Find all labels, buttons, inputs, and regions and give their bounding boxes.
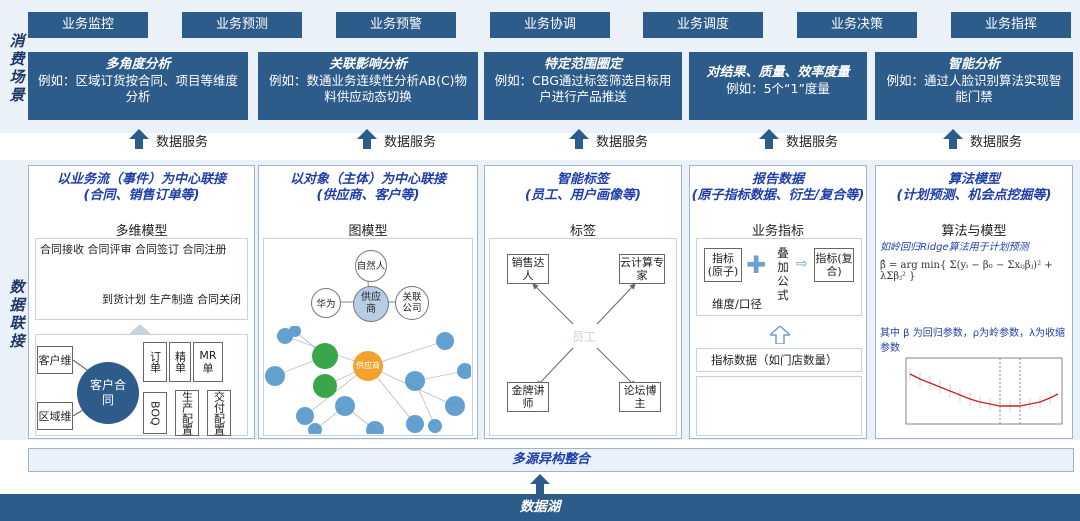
tag-sales-expert: 销售达人 bbox=[507, 254, 549, 284]
panel-title: 以业务流（事件）为中心联接(合同、销售订单等) bbox=[56, 172, 226, 203]
multi-source-integration: 多源异构整合 bbox=[28, 448, 1074, 472]
tab-command[interactable]: 业务指挥 bbox=[951, 12, 1071, 38]
panel-model: 多维模型 bbox=[115, 224, 168, 239]
card-desc: 例如：5个“1”度量 bbox=[726, 81, 830, 96]
tab-dispatch[interactable]: 业务调度 bbox=[643, 12, 763, 38]
panel-event-linkage: 以业务流（事件）为中心联接(合同、销售订单等) 多维模型 合同接收 合同评审 合… bbox=[28, 165, 255, 439]
tag-forum-blogger: 论坛博主 bbox=[619, 382, 661, 412]
card-title: 多角度分析 bbox=[105, 57, 171, 72]
card-multi-angle: 多角度分析 例如：区域订货按合同、项目等维度分析 bbox=[28, 52, 248, 120]
up-arrow-icon bbox=[129, 129, 149, 149]
panel-model: 标签 bbox=[569, 224, 596, 239]
tab-alert[interactable]: 业务预警 bbox=[336, 12, 456, 38]
ridge-note: 其中 β 为回归参数，ρ为岭参数，λ为收缩参数 bbox=[880, 328, 1066, 354]
tag-cloud-expert: 云计算专家 bbox=[619, 254, 665, 284]
tag-arrows bbox=[532, 283, 636, 387]
tab-forecast[interactable]: 业务预测 bbox=[182, 12, 302, 38]
panel-report-data: 报告数据(原子指标数据、衍生/复合等) 业务指标 指标(原子) ✚ 叠加公式 ⇨… bbox=[689, 165, 867, 439]
data-service-label: 数据服务 bbox=[970, 135, 1023, 150]
card-impact: 关联影响分析 例如：数通业务连续性分析AB(C)物料供应动态切换 bbox=[258, 52, 478, 120]
panel-title: 算法模型(计划预测、机会点挖掘等) bbox=[896, 172, 1052, 203]
flow-row-1: 合同接收 合同评审 合同签订 合同注册 bbox=[40, 243, 227, 256]
tab-coordinate[interactable]: 业务协调 bbox=[490, 12, 610, 38]
hub-label: 供应商 bbox=[356, 361, 380, 370]
fact-production-config: 生产配置 bbox=[175, 390, 199, 436]
panel-title: 以对象（主体）为中心联接(供应商、客户等) bbox=[289, 172, 446, 203]
data-service-label: 数据服务 bbox=[786, 135, 839, 150]
up-arrow-icon bbox=[569, 129, 589, 149]
card-title: 特定范围圈定 bbox=[543, 57, 622, 72]
center-customer-contract: 客户合同 bbox=[77, 362, 139, 424]
card-title: 对结果、质量、效率度量 bbox=[706, 65, 850, 80]
card-scope: 特定范围圈定 例如：CBG通过标签筛选目标用户进行产品推送 bbox=[484, 52, 682, 120]
ridge-formula: β̂ = arg min{ Σ(yᵢ − β₀ − Σxᵢⱼβⱼ)² + λΣβ… bbox=[880, 260, 1053, 282]
data-lake: 数据湖 bbox=[0, 494, 1080, 521]
indicator-atomic: 指标(原子) bbox=[704, 248, 742, 282]
card-title: 智能分析 bbox=[947, 57, 1000, 72]
network-graph bbox=[265, 326, 471, 434]
panel-smart-tags: 智能标签(员工、用户画像等) 标签 员工 销售达人 云计算专家 金牌讲师 论坛博… bbox=[484, 165, 682, 439]
up-arrow-icon bbox=[943, 129, 963, 149]
dim-customer: 客户维 bbox=[37, 346, 73, 374]
dim-region: 区域维 bbox=[37, 402, 73, 430]
fact-order: 订单 bbox=[143, 342, 167, 382]
indicator-box bbox=[696, 238, 862, 316]
indicator-data: 指标数据（如门店数量） bbox=[696, 348, 862, 372]
node-natural-person: 自然人 bbox=[355, 250, 387, 282]
tag-center: 员工 bbox=[571, 330, 596, 344]
panel-title: 报告数据(原子指标数据、衍生/复合等) bbox=[691, 172, 865, 203]
node-related-company: 关联公司 bbox=[395, 286, 429, 320]
cube-box bbox=[35, 334, 248, 436]
node-supplier: 供应商 bbox=[353, 286, 389, 322]
data-service-label: 数据服务 bbox=[596, 135, 649, 150]
data-service-label: 数据服务 bbox=[156, 135, 209, 150]
card-desc: 例如：区域订货按合同、项目等维度分析 bbox=[37, 73, 238, 104]
fact-delivery-config: 交付配置 bbox=[207, 390, 231, 436]
panel-object-linkage: 以对象（主体）为中心联接(供应商、客户等) 图模型 自然人 华为 供应商 关联公… bbox=[258, 165, 478, 439]
panel-model: 图模型 bbox=[348, 224, 388, 239]
up-arrow-icon bbox=[530, 474, 550, 494]
node-huawei: 华为 bbox=[311, 288, 341, 318]
up-arrow-icon bbox=[357, 129, 377, 149]
ridge-cv-plot bbox=[905, 357, 1063, 425]
dimension-caliber: 维度/口径 bbox=[712, 297, 762, 311]
card-desc: 例如：数通业务连续性分析AB(C)物料供应动态切换 bbox=[268, 73, 468, 104]
card-title: 关联影响分析 bbox=[328, 57, 407, 72]
panel-algorithm-model: 算法模型(计划预测、机会点挖掘等) 算法与模型 如岭回归Ridge算法用于计划预… bbox=[875, 165, 1073, 439]
card-desc: 例如：通过人脸识别算法实现智能门禁 bbox=[886, 73, 1062, 104]
indicator-composite: 指标(复合) bbox=[814, 248, 854, 282]
card-desc: 例如：CBG通过标签筛选目标用户进行产品推送 bbox=[494, 73, 672, 104]
fact-mr-order: MR单 bbox=[193, 342, 223, 382]
linkage-label: 数据联接 bbox=[9, 278, 25, 350]
card-intelligent: 智能分析 例如：通过人脸识别算法实现智能门禁 bbox=[875, 52, 1073, 120]
consumption-label: 消费场景 bbox=[9, 32, 25, 104]
ridge-example: 如岭回归Ridge算法用于计划预测 bbox=[880, 242, 1029, 253]
fact-fine-order: 精单 bbox=[169, 342, 191, 382]
panel-model: 业务指标 bbox=[751, 224, 804, 239]
graph-box bbox=[263, 238, 473, 436]
tab-monitor[interactable]: 业务监控 bbox=[28, 12, 148, 38]
overlay-formula: 叠加公式 bbox=[777, 246, 789, 302]
panel-model: 算法与模型 bbox=[941, 224, 1007, 239]
tab-decision[interactable]: 业务决策 bbox=[797, 12, 917, 38]
panel-title: 智能标签(员工、用户画像等) bbox=[525, 172, 641, 203]
flow-box: 合同接收 合同评审 合同签订 合同注册 到货计划 生产制造 合同关闭 bbox=[35, 238, 248, 320]
blank-box bbox=[696, 376, 862, 436]
right-arrow-icon: ⇨ bbox=[796, 256, 808, 272]
tag-box bbox=[489, 238, 677, 436]
flow-row-2: 到货计划 生产制造 合同关闭 bbox=[102, 293, 241, 306]
up-arrow-icon bbox=[770, 326, 790, 344]
up-arrow-icon bbox=[759, 129, 779, 149]
tag-gold-lecturer: 金牌讲师 bbox=[507, 382, 549, 412]
card-measure: 对结果、质量、效率度量 例如：5个“1”度量 bbox=[689, 52, 867, 120]
up-arrow-icon bbox=[129, 324, 151, 334]
plus-icon: ✚ bbox=[746, 251, 767, 279]
data-service-label: 数据服务 bbox=[384, 135, 437, 150]
fact-boq: BOQ bbox=[143, 392, 167, 434]
